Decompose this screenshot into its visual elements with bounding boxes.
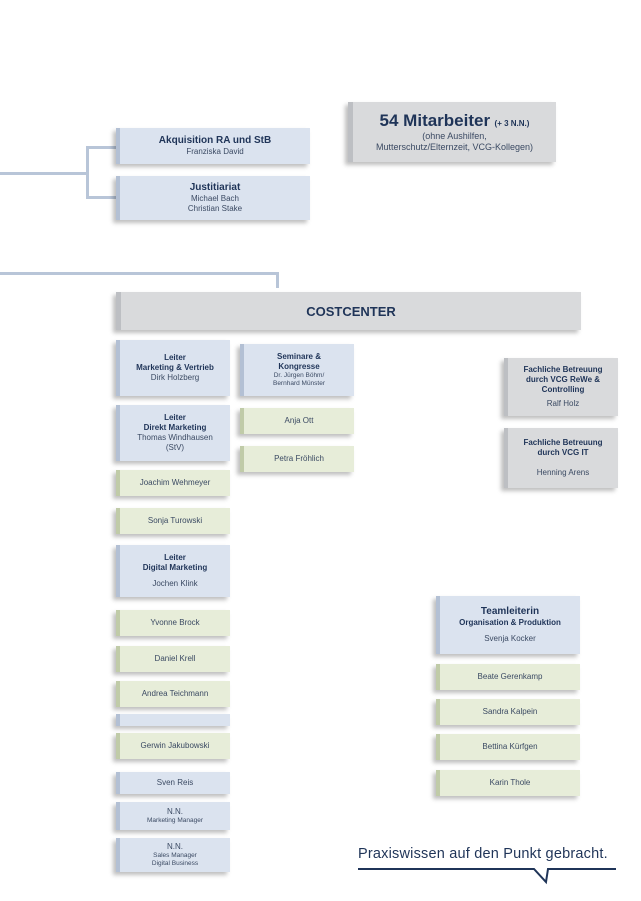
connector-line (0, 172, 88, 175)
headcount-note: (ohne Aushilfen, (422, 131, 487, 141)
box-title: Controlling (541, 385, 585, 394)
headcount-box: 54 Mitarbeiter (+ 3 N.N.) (ohne Aushilfe… (348, 102, 556, 162)
costcenter-label: COSTCENTER (306, 303, 396, 319)
box-name: N.N. (167, 807, 183, 816)
box-title: Akquisition RA und StB (158, 135, 272, 146)
org-box-nn-marketing-manager: N.N. Marketing Manager (116, 802, 230, 830)
org-box-leiter-marketing-vertrieb: Leiter Marketing & Vertrieb Dirk Holzber… (116, 340, 230, 396)
box-name: Svenja Kocker (484, 634, 536, 643)
box-name: Franziska David (186, 147, 244, 156)
box-name: (StV) (165, 443, 185, 452)
connector-line (0, 272, 278, 275)
org-box-staff: Daniel Krell (116, 646, 230, 672)
org-box-justitiariat: Justitiariat Michael Bach Christian Stak… (116, 176, 310, 220)
box-name: Andrea Teichmann (141, 689, 209, 698)
box-title: Organisation & Produktion (459, 618, 561, 627)
box-name: Dr. Jürgen Böhm/ (273, 372, 325, 379)
box-name: Gerwin Jakubowski (140, 741, 210, 750)
org-box-staff: Karin Thole (436, 770, 580, 796)
box-name: Sonja Turowski (147, 516, 203, 525)
box-name: Michael Bach (190, 194, 240, 203)
org-box-nn-sales-manager: N.N. Sales Manager Digital Business (116, 838, 230, 872)
box-name: Bettina Kürfgen (482, 742, 538, 751)
org-box-staff: Petra Fröhlich (240, 446, 354, 472)
headcount-note: Mutterschutz/Elternzeit, VCG-Kollegen) (375, 142, 534, 152)
box-name: Joachim Wehmeyer (139, 478, 211, 487)
org-box-leiter-digital-marketing: Leiter Digital Marketing Jochen Klink (116, 545, 230, 597)
box-name: Thomas Windhausen (137, 433, 213, 442)
org-box-staff: Yvonne Brock (116, 610, 230, 636)
box-title: Leiter (164, 553, 186, 562)
box-title: Fachliche Betreuung (523, 438, 603, 447)
box-name: Karin Thole (489, 778, 531, 787)
connector-line (86, 146, 116, 149)
connector-line (86, 196, 116, 199)
box-name: Petra Fröhlich (274, 454, 324, 463)
org-box-staff: Sonja Turowski (116, 508, 230, 534)
box-title: Kongresse (278, 362, 320, 371)
box-role: Marketing Manager (147, 817, 203, 824)
org-box-staff-empty (116, 714, 230, 726)
org-box-akquisition: Akquisition RA und StB Franziska David (116, 128, 310, 164)
headcount-extra: (+ 3 N.N.) (494, 119, 530, 128)
org-box-staff: Joachim Wehmeyer (116, 470, 230, 496)
org-box-staff: Sandra Kalpein (436, 699, 580, 725)
box-title: Direkt Marketing (143, 423, 207, 432)
box-title: Leiter (164, 353, 186, 362)
box-title: Seminare & (276, 352, 322, 361)
costcenter-bar: COSTCENTER (116, 292, 581, 330)
slogan-underline (358, 868, 616, 885)
box-title: Marketing & Vertrieb (136, 363, 214, 372)
org-box-staff: Bettina Kürfgen (436, 734, 580, 760)
box-title: Justitiariat (189, 182, 241, 193)
connector-line (86, 146, 89, 198)
box-name: N.N. (167, 842, 183, 851)
box-name: Beate Gerenkamp (477, 672, 543, 681)
org-box-seminare-kongresse: Seminare & Kongresse Dr. Jürgen Böhm/ Be… (240, 344, 354, 396)
box-title: Leiter (164, 413, 186, 422)
box-name: Ralf Holz (546, 399, 580, 408)
box-role: Sales Manager (153, 852, 197, 859)
org-box-staff: Gerwin Jakubowski (116, 733, 230, 759)
org-box-vcg-rewe-controlling: Fachliche Betreuung durch VCG ReWe & Con… (504, 358, 618, 416)
box-title: Fachliche Betreuung (523, 365, 603, 374)
connector-line (276, 272, 279, 288)
box-name: Henning Arens (536, 468, 590, 477)
box-title: durch VCG ReWe & (525, 375, 601, 384)
box-name: Dirk Holzberg (150, 373, 200, 382)
box-title: Digital Marketing (142, 563, 208, 572)
org-box-staff: Andrea Teichmann (116, 681, 230, 707)
box-name: Christian Stake (187, 204, 243, 213)
org-box-staff: Sven Reis (116, 772, 230, 794)
box-name: Daniel Krell (154, 654, 196, 663)
org-box-teamleiterin: Teamleiterin Organisation & Produktion S… (436, 596, 580, 654)
box-role: Digital Business (151, 860, 199, 867)
box-name: Bernhard Münster (272, 380, 326, 387)
org-box-staff: Beate Gerenkamp (436, 664, 580, 690)
box-name: Anja Ott (284, 416, 314, 425)
org-box-staff: Anja Ott (240, 408, 354, 434)
box-name: Jochen Klink (152, 579, 198, 588)
box-title: Teamleiterin (480, 606, 540, 617)
box-title: durch VCG IT (537, 448, 589, 457)
headcount-main: 54 Mitarbeiter (379, 111, 491, 130)
org-box-leiter-direkt-marketing: Leiter Direkt Marketing Thomas Windhause… (116, 405, 230, 461)
box-name: Sandra Kalpein (482, 707, 538, 716)
org-box-vcg-it: Fachliche Betreuung durch VCG IT Henning… (504, 428, 618, 488)
box-name: Sven Reis (156, 778, 194, 787)
box-name: Yvonne Brock (150, 618, 200, 627)
slogan: Praxiswissen auf den Punkt gebracht. (358, 846, 608, 862)
